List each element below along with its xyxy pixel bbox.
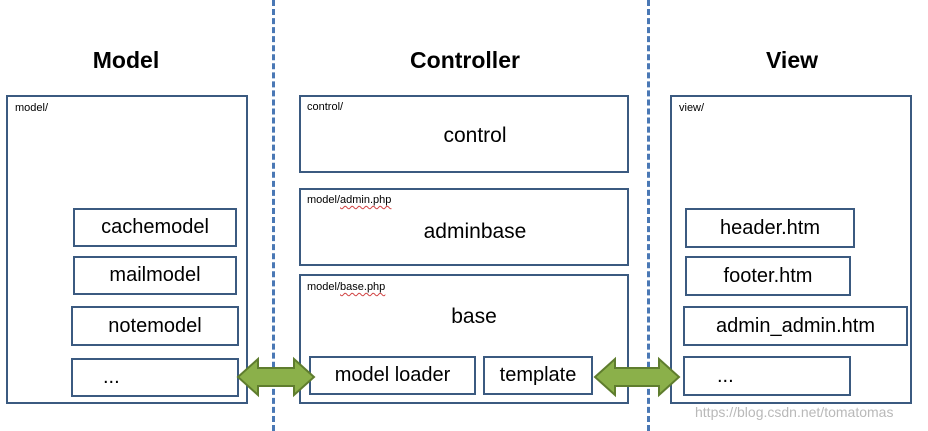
view-path-label: view/: [679, 102, 705, 114]
base-path-label: model/base.php: [307, 281, 386, 293]
adminbase-path-label: model/admin.php: [307, 194, 392, 206]
view-item-footer: footer.htm: [685, 256, 851, 296]
model-loader-box: model loader: [309, 356, 476, 395]
heading-model: Model: [92, 47, 160, 73]
view-item-header: header.htm: [685, 208, 855, 248]
heading-controller: Controller: [410, 47, 520, 73]
divider-right: [647, 0, 650, 431]
control-box: [299, 95, 629, 173]
model-panel: [6, 95, 248, 404]
adminbase-label: adminbase: [423, 220, 527, 243]
view-item-admin-admin: admin_admin.htm: [683, 306, 908, 346]
model-path-label: model/: [15, 102, 49, 114]
view-item-ellipsis: ...: [683, 356, 851, 396]
adminbase-box: [299, 188, 629, 266]
heading-view: View: [766, 47, 818, 73]
view-panel: [670, 95, 912, 404]
control-label: control: [443, 124, 507, 147]
divider-left: [272, 0, 275, 431]
controller-view-arrow: [593, 356, 681, 398]
model-item-mailmodel: mailmodel: [73, 256, 237, 295]
control-path-label: control/: [307, 101, 344, 113]
model-controller-arrow: [236, 356, 316, 398]
template-box: template: [483, 356, 593, 395]
model-item-notemodel: notemodel: [71, 306, 239, 346]
model-item-cachemodel: cachemodel: [73, 208, 237, 247]
base-label: base: [451, 305, 497, 328]
watermark: https://blog.csdn.net/tomatomas: [695, 404, 894, 420]
model-item-ellipsis: ...: [71, 358, 239, 397]
